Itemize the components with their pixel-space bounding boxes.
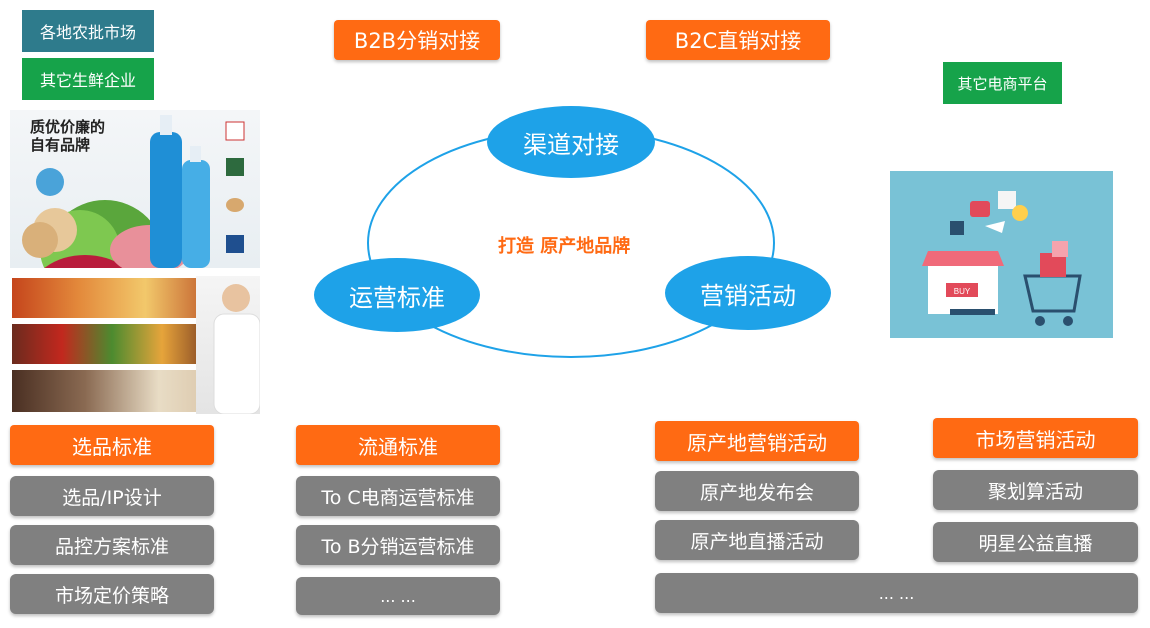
selection-item-2: 品控方案标准 <box>10 525 214 565</box>
origin-item-2: 原产地直播活动 <box>655 520 859 560</box>
circulation-item-1: To C电商运营标准 <box>296 476 500 516</box>
more-activities-bar: ... ... <box>655 573 1138 613</box>
marketing-activity-node: 营销活动 <box>665 256 831 330</box>
circulation-item-3: ... ... <box>296 577 500 615</box>
circulation-standard-header: 流通标准 <box>296 425 500 465</box>
circulation-item-2: To B分销运营标准 <box>296 525 500 565</box>
ecommerce-illustration: BUY <box>890 171 1113 338</box>
selection-item-3: 市场定价策略 <box>10 574 214 614</box>
chef-photo <box>196 276 260 414</box>
origin-marketing-header: 原产地营销活动 <box>655 421 859 461</box>
selection-item-1: 选品/IP设计 <box>10 476 214 516</box>
origin-item-1: 原产地发布会 <box>655 471 859 511</box>
operation-standard-node: 运营标准 <box>314 258 480 332</box>
wholesale-markets-label: 各地农批市场 <box>22 10 154 52</box>
vegetables-cutting-photo <box>12 324 212 364</box>
svg-text:BUY: BUY <box>954 287 971 296</box>
ecommerce-platforms-label: 其它电商平台 <box>943 62 1062 104</box>
channel-docking-node: 渠道对接 <box>487 106 655 178</box>
build-origin-brand-text: 打造 原产地品牌 <box>498 232 630 258</box>
b2b-channel-label: B2B分销对接 <box>334 20 500 60</box>
b2c-channel-label: B2C直销对接 <box>646 20 830 60</box>
market-marketing-header: 市场营销活动 <box>933 418 1138 458</box>
market-item-2: 明星公益直播 <box>933 522 1138 562</box>
product-image-caption-line2: 自有品牌 <box>30 134 90 155</box>
seafood-photo <box>12 278 212 318</box>
fresh-enterprises-label: 其它生鲜企业 <box>22 58 154 100</box>
selection-standard-header: 选品标准 <box>10 425 214 465</box>
market-item-1: 聚划算活动 <box>933 470 1138 510</box>
own-brand-products-image: 质优价廉的 自有品牌 <box>10 110 260 268</box>
